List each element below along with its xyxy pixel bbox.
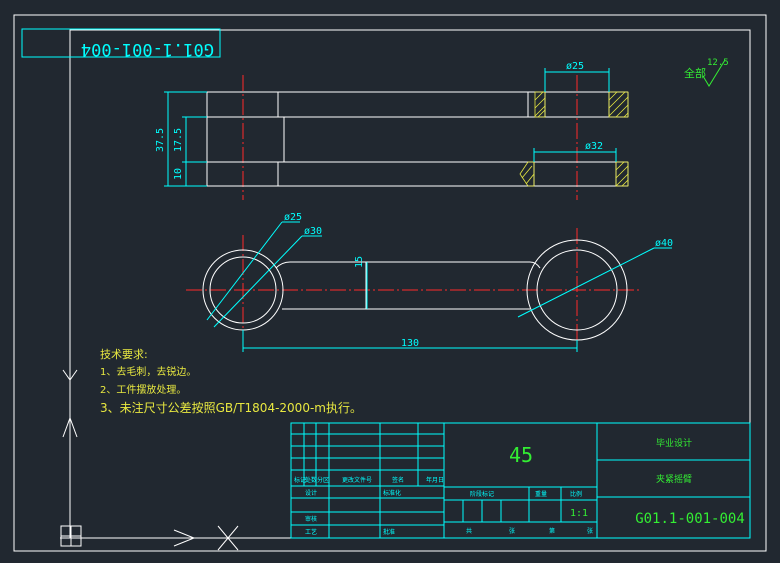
- tb-label-weight: 重量: [535, 490, 547, 498]
- tb-label-sheet-unit-1: 张: [509, 527, 515, 535]
- tb-label-checker: 审核: [305, 515, 317, 523]
- tb-label-sign: 签名: [392, 476, 404, 484]
- part-name: 夹紧摇臂: [656, 473, 692, 485]
- connecting-arm-top: [275, 261, 541, 269]
- dim-d32: ø32: [585, 141, 603, 152]
- tb-label-sheet-unit-2: 张: [587, 527, 593, 535]
- tb-label-zone: 分区: [317, 476, 329, 484]
- technical-requirements: 技术要求: 1、去毛刺，去锐边。 2、工件摆放处理。 3、未注尺寸公差按照GB/…: [100, 348, 362, 415]
- surface-roughness-symbol: 全部 12.5: [684, 58, 729, 87]
- ucs-y-arrow: [62, 416, 78, 438]
- dim-17-5: 17.5: [173, 128, 184, 152]
- ucs-x-arrow: [173, 529, 196, 547]
- tb-label-sheet-no: 第: [549, 527, 555, 535]
- ucs-cross-marker: [217, 525, 239, 551]
- tb-label-date: 年月日: [426, 476, 444, 484]
- ucs-y-arrow-upper: [62, 369, 78, 381]
- dim-37-5: 37.5: [155, 128, 166, 152]
- roughness-value: 12.5: [707, 58, 729, 68]
- dim-d25-left: ø25: [284, 212, 302, 223]
- dim-d30: ø30: [304, 226, 322, 237]
- section-hatch-upper-left: [534, 91, 546, 118]
- tech-note-1: 1、去毛刺，去锐边。: [100, 365, 196, 378]
- tb-label-change: 更改文件号: [342, 476, 372, 484]
- dim-130: 130: [401, 338, 419, 349]
- tb-label-stage: 阶段标记: [470, 490, 494, 498]
- title-block: 标记 处数 分区 更改文件号 签名 年月日 设计 标准化 审核 工艺 批准 阶段…: [290, 422, 751, 539]
- leader-d25: [206, 221, 283, 321]
- dim-d40: ø40: [655, 238, 673, 249]
- section-hatch-lower-right: [615, 161, 629, 187]
- dim-15: 15: [354, 256, 365, 268]
- front-view: 37.5 17.5 10 ø25 ø32: [155, 61, 629, 200]
- material-value: 45: [509, 443, 533, 467]
- right-boss-inner: [536, 249, 618, 331]
- title-block-outer: [290, 422, 751, 539]
- plan-view: ø25 ø30 ø40 15 130: [186, 212, 673, 352]
- tb-label-ratio: 比例: [570, 490, 582, 498]
- tech-note-3: 3、未注尺寸公差按照GB/T1804-2000-m执行。: [100, 400, 362, 415]
- sheet-border: [13, 14, 767, 552]
- tb-label-process: 工艺: [305, 528, 317, 536]
- section-hatch-lower-left: [519, 161, 535, 187]
- scale-value: 1:1: [570, 508, 588, 519]
- drawing-frame: [69, 29, 751, 539]
- tb-label-sheets-total: 共: [466, 527, 472, 535]
- tb-label-standardize: 标准化: [383, 489, 401, 497]
- rotated-code-box: [21, 28, 221, 58]
- rotated-drawing-code: G01.1-001-004: [81, 39, 214, 59]
- title-graduation-design: 毕业设计: [656, 437, 692, 449]
- section-hatch-upper-right: [608, 91, 629, 118]
- tech-notes-heading: 技术要求:: [100, 348, 148, 361]
- tb-label-count: 处数: [305, 476, 317, 484]
- tb-label-approve: 批准: [383, 528, 395, 536]
- roughness-prefix: 全部: [684, 66, 706, 80]
- ucs-axis-icon: [60, 352, 239, 551]
- left-boss-inner: [209, 256, 277, 324]
- tb-label-mark: 标记: [294, 476, 306, 484]
- tb-label-designer: 设计: [305, 489, 317, 497]
- leader-d30: [213, 235, 303, 328]
- roughness-check-mark: [702, 59, 726, 87]
- dim-d25-top: ø25: [566, 61, 584, 72]
- leader-d40: [517, 247, 655, 318]
- title-block-drawing-code: G01.1-001-004: [635, 511, 745, 527]
- dim-10: 10: [173, 168, 184, 180]
- tech-note-2: 2、工件摆放处理。: [100, 383, 186, 396]
